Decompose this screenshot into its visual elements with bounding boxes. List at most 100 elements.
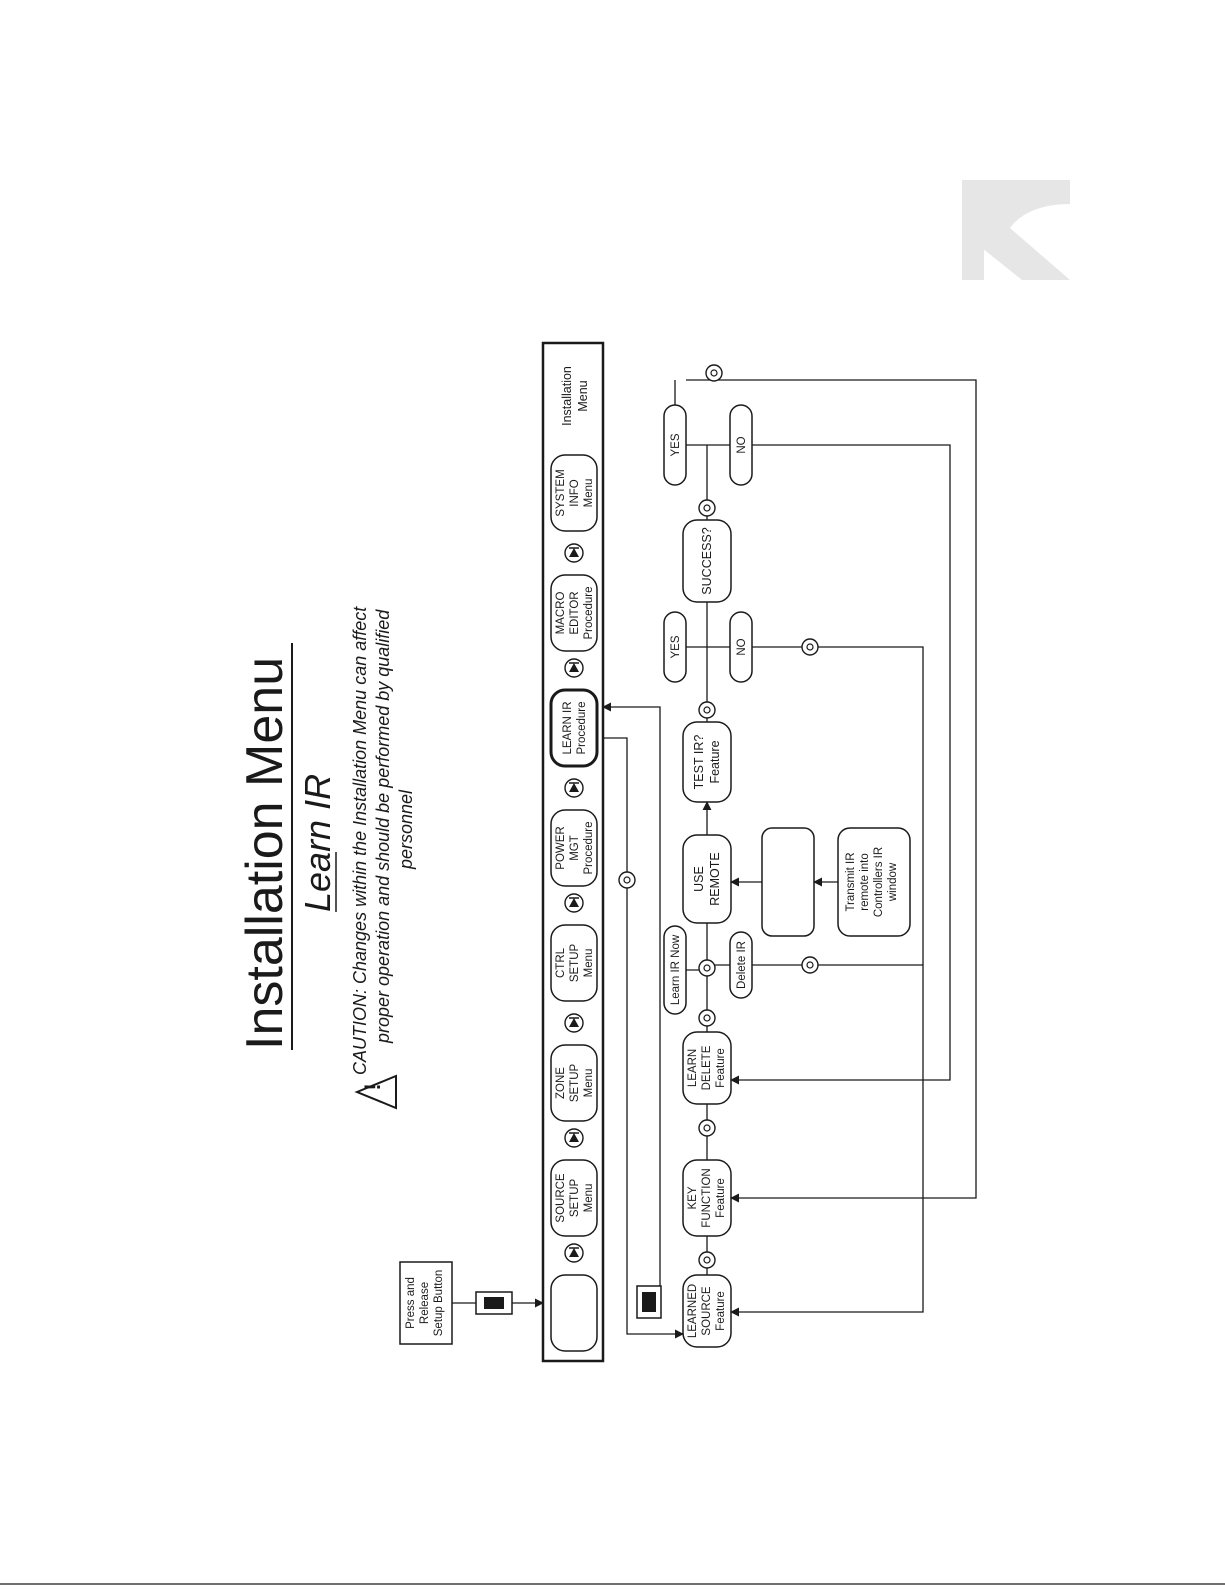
menu-item-line: MACRO	[555, 592, 567, 635]
menu-item-line: Procedure	[583, 586, 595, 639]
svg-text:NO: NO	[736, 436, 748, 453]
svg-text:Feature: Feature	[715, 1178, 727, 1218]
menu-item-line: SOURCE	[555, 1173, 567, 1223]
warning-icon: !	[354, 1074, 397, 1110]
menu-item-line: SYSTEM	[555, 469, 567, 516]
svg-text:LEARNED: LEARNED	[687, 1284, 699, 1338]
menu-item-line: Menu	[583, 949, 595, 978]
select-button-icon[interactable]	[636, 1285, 662, 1319]
scroll-arrow-icon	[564, 1128, 584, 1148]
svg-text:Feature: Feature	[715, 1048, 727, 1088]
scroll-wheel-icon	[698, 1119, 716, 1137]
start-line-2: Release	[419, 1282, 431, 1324]
menu-item-line: SETUP	[569, 944, 581, 983]
learn-ir-now-option[interactable]: Learn IR Now	[663, 925, 687, 1015]
svg-text:NO: NO	[736, 638, 748, 655]
no-option-2[interactable]: NO	[729, 404, 753, 486]
svg-text:Feature: Feature	[708, 740, 722, 783]
menu-item-line: POWER	[555, 826, 567, 869]
svg-text:remote into: remote into	[859, 853, 871, 911]
scroll-arrow-icon	[564, 778, 584, 798]
key-function-box[interactable]: KEY FUNCTION Feature	[682, 1159, 732, 1237]
menu-item-line: INFO	[569, 479, 581, 507]
svg-text:Controllers IR: Controllers IR	[873, 847, 885, 917]
svg-text:YES: YES	[670, 433, 682, 456]
page-subtitle: Learn IR	[297, 774, 338, 912]
delete-ir-option[interactable]: Delete IR	[729, 931, 753, 999]
menu-item-line: Menu	[583, 1184, 595, 1213]
caution-line1: Changes within the Installation Menu can…	[350, 606, 370, 989]
scroll-wheel-icon	[698, 701, 716, 719]
menu-item-line: SETUP	[569, 1179, 581, 1218]
menu-item-line: Menu	[583, 479, 595, 508]
scroll-wheel-icon	[801, 638, 819, 656]
page-title: Installation Menu	[236, 657, 294, 1050]
scroll-arrow-icon	[564, 658, 584, 678]
caution-note: CAUTION: Changes within the Installation…	[350, 606, 416, 1110]
scroll-wheel-icon	[698, 959, 716, 977]
press-release-box: Press and Release Setup Button	[399, 1261, 453, 1345]
scroll-wheel-icon	[801, 956, 819, 974]
menu-item-line: ZONE	[555, 1067, 567, 1099]
start-line-3: Setup Button	[433, 1270, 445, 1337]
use-remote-box[interactable]: USE REMOTE	[682, 834, 732, 924]
menu-item-line: MGT	[569, 835, 581, 861]
ir-window-box	[761, 827, 815, 937]
scroll-arrow-icon	[564, 1243, 584, 1263]
svg-text:FUNCTION: FUNCTION	[701, 1168, 713, 1227]
no-option-1[interactable]: NO	[729, 611, 753, 683]
caution-line3: personnel	[396, 789, 416, 870]
caution-line2: proper operation and should be performed…	[373, 609, 393, 1044]
success-box[interactable]: SUCCESS?	[682, 519, 732, 603]
scroll-arrow-icon	[564, 543, 584, 563]
menu-item-line: LEARN IR	[562, 701, 574, 754]
svg-text:SOURCE: SOURCE	[701, 1286, 713, 1336]
svg-text:Feature: Feature	[715, 1291, 727, 1331]
svg-text:CAUTION: Changes within the In: CAUTION: Changes within the Installation…	[350, 606, 370, 1075]
menu-item-blank[interactable]	[550, 1274, 598, 1352]
scroll-wheel-icon	[705, 364, 723, 382]
svg-text:KEY: KEY	[687, 1186, 699, 1209]
learn-delete-box[interactable]: LEARN DELETE Feature	[682, 1031, 732, 1105]
test-ir-box[interactable]: TEST IR? Feature	[682, 721, 732, 803]
svg-text:Delete IR: Delete IR	[736, 941, 748, 989]
yes-option-2[interactable]: YES	[663, 404, 687, 486]
menu-item-line: CTRL	[555, 947, 567, 978]
svg-text:DELETE: DELETE	[701, 1045, 713, 1090]
menu-label-2: Menu	[576, 380, 590, 411]
menu-item-line: EDITOR	[569, 591, 581, 634]
logo-mark	[962, 180, 1070, 280]
learned-source-box[interactable]: LEARNED SOURCE Feature	[682, 1274, 732, 1348]
scroll-arrow-icon	[564, 893, 584, 913]
start-line-1: Press and	[405, 1277, 417, 1329]
svg-text:YES: YES	[670, 635, 682, 658]
yes-option-1[interactable]: YES	[663, 611, 687, 683]
scroll-arrow-icon	[564, 1013, 584, 1033]
setup-button-icon[interactable]	[475, 1291, 513, 1315]
svg-text:REMOTE: REMOTE	[708, 852, 722, 905]
svg-text:SUCCESS?: SUCCESS?	[700, 527, 714, 594]
svg-text:window: window	[887, 862, 899, 902]
svg-text:!: !	[360, 1083, 385, 1090]
menu-item-line: SETUP	[569, 1064, 581, 1103]
scroll-wheel-icon	[618, 871, 636, 889]
transmit-ir-box: Transmit IR remote into Controllers IR w…	[837, 827, 911, 937]
menu-item-line: Procedure	[583, 821, 595, 874]
svg-text:LEARN: LEARN	[687, 1049, 699, 1087]
menu-label-1: Installation	[560, 366, 574, 426]
svg-text:USE: USE	[692, 866, 706, 892]
svg-text:Transmit IR: Transmit IR	[845, 853, 857, 912]
scroll-wheel-icon	[698, 1009, 716, 1027]
scroll-wheel-icon	[698, 1251, 716, 1269]
menu-item-line: Menu	[583, 1069, 595, 1098]
menu-item-line: Procedure	[576, 701, 588, 754]
